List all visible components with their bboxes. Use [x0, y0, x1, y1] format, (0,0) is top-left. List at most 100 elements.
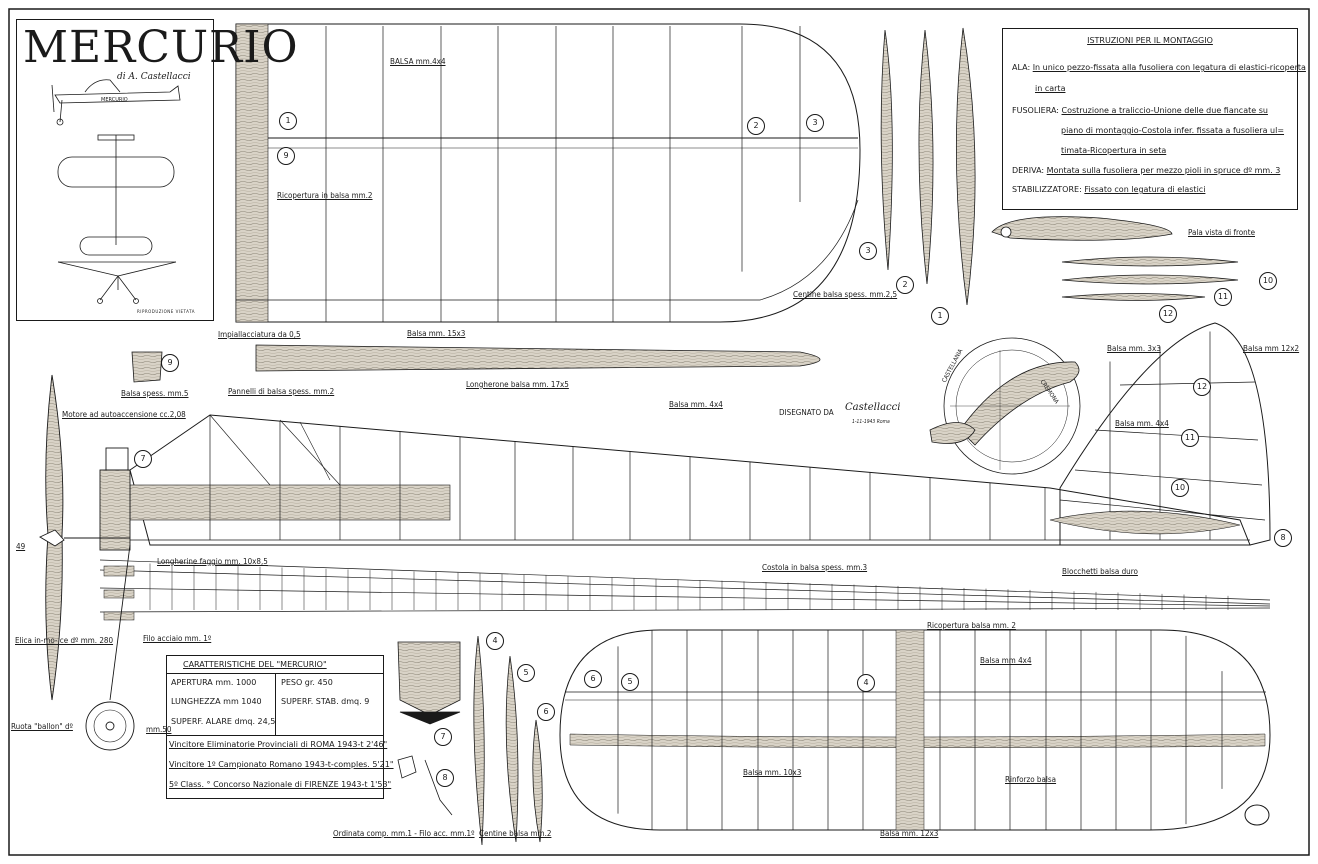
label-centine-2: Centine balsa mm.2: [479, 829, 552, 838]
label-costola: Costola in balsa spess. mm.3: [762, 563, 868, 572]
spec-lunghezza: LUNGHEZZA mm 1040: [171, 697, 262, 706]
label-balsa-4x4-stab: Balsa mm 4x4: [980, 656, 1032, 665]
callout-11-prop: 11: [1214, 288, 1232, 306]
callout-1-rib: 1: [931, 307, 949, 325]
callout-9-block: 9: [161, 354, 179, 372]
label-impiallacciatura: Impiallacciatura da 0,5: [218, 330, 301, 339]
instr-ala-key: ALA:: [1012, 63, 1031, 72]
instr-fusoliera-cont: piano di montaggio-Costola infer. fissat…: [1061, 126, 1284, 136]
callout-10-fin: 10: [1171, 479, 1189, 497]
callout-5-rib: 5: [517, 664, 535, 682]
small-parts: [397, 635, 543, 846]
wing-rib-profiles: [880, 27, 976, 306]
instr-fusoliera-text-3: timata-Ricopertura in seta: [1061, 146, 1167, 155]
dimension-49: 49: [16, 542, 26, 551]
label-centine-25: Centine balsa spess. mm.2,5: [793, 290, 898, 299]
spec-superf-stab: SUPERF. STAB. dmq. 9: [281, 697, 370, 706]
callout-9-wing: 9: [277, 147, 295, 165]
balsa-block: [131, 351, 163, 383]
title-panel-views: [51, 79, 181, 304]
instr-fusoliera-cont2: timata-Ricopertura in seta: [1061, 146, 1166, 156]
label-ruota: Ruota "ballon" dº: [11, 722, 73, 731]
callout-3-wing: 3: [806, 114, 824, 132]
instr-ala-text-1: In unico pezzo-fissata alla fusoliera co…: [1032, 63, 1306, 72]
label-filo: Filo acciaio mm. 1º: [143, 634, 212, 643]
label-pala: Pala vista di fronte: [1188, 228, 1255, 237]
label-balsa-3x3: Balsa mm. 3x3: [1107, 344, 1161, 353]
instr-fusoliera-text-2: piano di montaggio-Costola infer. fissat…: [1061, 126, 1285, 135]
callout-12-prop: 12: [1159, 305, 1177, 323]
record-2: Vincitore 1º Campionato Romano 1943-t-co…: [169, 760, 394, 769]
label-blocchetti: Blocchetti balsa duro: [1062, 567, 1138, 576]
instructions-box: ISTRUZIONI PER IL MONTAGGIO ALA: In unic…: [1002, 28, 1306, 210]
label-balsa-12x3: Balsa mm. 12x3: [880, 829, 939, 838]
callout-10-prop: 10: [1259, 272, 1277, 290]
specs-box: CARATTERISTICHE DEL "MERCURIO" APERTURA …: [166, 655, 394, 799]
label-balsa-4x4-wing: BALSA mm.4x4: [390, 57, 446, 66]
label-balsa-12x2: Balsa mm 12x2: [1243, 344, 1300, 353]
callout-8-parts: 8: [436, 769, 454, 787]
reproduction-notice: RIPRODUZIONE VIETATA: [137, 309, 195, 314]
instr-deriva-text: Montata sulla fusoliera per mezzo pioli …: [1046, 166, 1281, 175]
instr-fusoliera-key: FUSOLIERA:: [1012, 106, 1059, 115]
fin-rib: [1074, 469, 1263, 486]
label-longherine: Longherine faggio mm. 10x8,5: [157, 557, 268, 566]
instr-deriva: DERIVA: Montata sulla fusoliera per mezz…: [1012, 166, 1280, 176]
spec-peso: PESO gr. 450: [281, 678, 333, 687]
fin-rib: [1119, 381, 1256, 386]
callout-2-rib: 2: [896, 276, 914, 294]
label-balsa-4x4-fin: Balsa mm. 4x4: [1115, 419, 1169, 428]
instr-ala-text-2: in carta: [1035, 84, 1066, 93]
instr-fusoliera: FUSOLIERA: Costruzione a traliccio-Union…: [1012, 106, 1268, 116]
callout-6-stab: 6: [584, 670, 602, 688]
callout-5-stab: 5: [621, 673, 639, 691]
fin-rib: [1059, 499, 1266, 521]
label-balsa-15x3: Balsa mm. 15x3: [407, 329, 466, 338]
callout-8-fus: 8: [1274, 529, 1292, 547]
label-ricopertura-2: Ricopertura in balsa mm.2: [277, 191, 373, 200]
callout-2-wing: 2: [747, 117, 765, 135]
instructions-heading: ISTRUZIONI PER IL MONTAGGIO: [1087, 36, 1213, 45]
callout-11-fin: 11: [1181, 429, 1199, 447]
fuselage-side: [99, 414, 1271, 621]
callout-7-engine: 7: [134, 450, 152, 468]
instr-ala: ALA: In unico pezzo-fissata alla fusolie…: [1012, 63, 1306, 73]
label-rinforzo: Rinforzo balsa: [1005, 775, 1057, 784]
specs-heading: CARATTERISTICHE DEL "MERCURIO": [183, 660, 327, 669]
propeller-front: [991, 216, 1239, 301]
author-signature: di A. Castellacci: [117, 72, 191, 82]
spec-superf-alare: SUPERF. ALARE dmq. 24,5: [171, 717, 276, 726]
model-title: MERCURIO: [23, 22, 299, 73]
callout-12-fin: 12: [1193, 378, 1211, 396]
callout-7-parts: 7: [434, 728, 452, 746]
callout-1-wing: 1: [279, 112, 297, 130]
label-ordinata: Ordinata comp. mm.1 - Filo acc. mm.1º: [333, 829, 475, 838]
publisher-stamp: [1244, 804, 1270, 826]
label-motore: Motore ad autoaccensione cc.2,08: [62, 410, 186, 419]
signature-date: 1-11-1943 Roma: [852, 419, 890, 425]
label-balsa-spess-5: Balsa spess. mm.5: [121, 389, 189, 398]
castellania-logo: [929, 337, 1081, 475]
callout-6-rib: 6: [537, 703, 555, 721]
engine-prop-side: [39, 374, 135, 751]
label-disegnato: DISEGNATO DA: [779, 408, 834, 417]
stabilizer-plan: [559, 629, 1271, 831]
fin: [1049, 322, 1271, 546]
instr-stabilizzatore: STABILIZZATORE: Fissato con legatura di …: [1012, 185, 1205, 195]
instr-stab-key: STABILIZZATORE:: [1012, 185, 1082, 194]
label-balsa-4x4-fus: Balsa mm. 4x4: [669, 400, 723, 409]
title-panel: MERCURIO di A. Castellacci MERCURIO RIPR…: [16, 19, 298, 321]
record-1: Vincitore Eliminatorie Provinciali di RO…: [169, 740, 388, 749]
spec-apertura: APERTURA mm. 1000: [171, 678, 257, 687]
label-elica: Elica in-mo- ce dº mm. 280: [15, 636, 114, 645]
callout-4-stab: 4: [857, 674, 875, 692]
label-balsa-10x3: Balsa mm. 10x3: [743, 768, 802, 777]
instr-stab-text: Fissato con legatura di elastici: [1084, 185, 1206, 194]
side-view-name: MERCURIO: [101, 97, 128, 103]
label-pannelli: Pannelli di balsa spess. mm.2: [228, 387, 335, 396]
instr-deriva-key: DERIVA:: [1012, 166, 1045, 175]
callout-4-rib: 4: [486, 632, 504, 650]
label-ricopertura-stab: Ricopertura balsa mm. 2: [927, 621, 1016, 630]
instr-fusoliera-text-1: Costruzione a traliccio-Unione delle due…: [1061, 106, 1268, 115]
